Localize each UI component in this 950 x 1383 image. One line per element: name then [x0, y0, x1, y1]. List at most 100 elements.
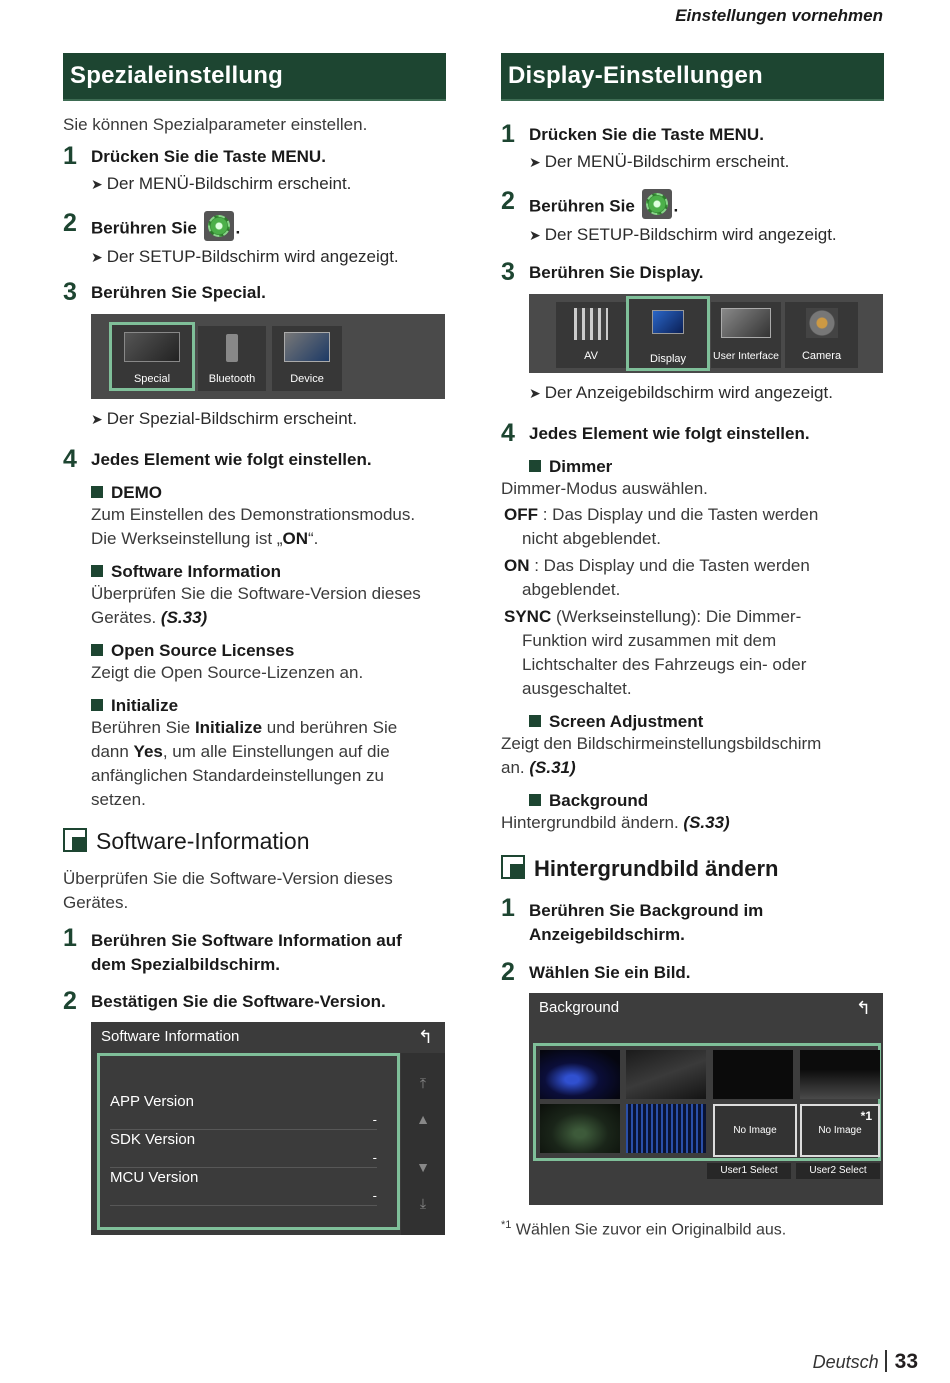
step-1: 1 Drücken Sie die Taste MENU. [63, 142, 446, 170]
special-icon [124, 332, 180, 362]
option-text: abgeblendet. [522, 580, 621, 599]
scroll-up-icon[interactable]: ▲ [416, 1111, 430, 1127]
item-open-source-licenses: Open Source Licenses [91, 641, 446, 661]
menu-key: MENU [709, 125, 760, 144]
bg-step-2: 2 Wählen Sie ein Bild. [501, 958, 884, 986]
step-number: 3 [501, 258, 515, 286]
wallpaper-thumb[interactable] [626, 1104, 706, 1153]
sw-step-1: 1 Berühren Sie Software Information auf … [63, 924, 446, 977]
page-ref[interactable]: (S.33) [683, 813, 730, 832]
step-number: 2 [501, 187, 515, 215]
step-number: 1 [63, 142, 77, 170]
bullet-square-icon [529, 715, 541, 727]
desc-text: dann [91, 742, 134, 761]
tile-label: User Interface [713, 350, 779, 362]
camera-icon [805, 308, 838, 338]
item-desc: Zeigt den Bildschirmeinstellungsbildschi… [501, 732, 884, 780]
special-key: Special [201, 283, 262, 302]
scroll-bottom-icon[interactable]: ⤓ [419, 1195, 427, 1211]
tile-display: Display [626, 296, 710, 371]
wallpaper-thumb[interactable] [626, 1050, 706, 1099]
step-4: 4 Jedes Element wie folgt einstellen. [63, 445, 446, 473]
step-3: 3 Berühren Sie Display. [501, 258, 884, 286]
item-desc: Zum Einstellen des Demonstrationsmodus. … [91, 503, 446, 551]
tile-label: Display [649, 353, 687, 365]
section-title: Software-Information [96, 828, 310, 854]
bullet-square-icon [91, 565, 103, 577]
left-column: Spezialeinstellung Sie können Spezialpar… [63, 53, 446, 1235]
user1-select-button[interactable]: User1 Select [707, 1163, 791, 1179]
setup-gear-icon [203, 211, 234, 241]
language-label: Deutsch [812, 1352, 879, 1372]
tile-label: Special [133, 373, 171, 385]
arrow-icon: ➤ [91, 176, 103, 192]
row-value: - [372, 1150, 377, 1165]
page-ref[interactable]: (S.31) [529, 758, 576, 777]
button-label: No Image [818, 1125, 862, 1136]
item-desc: Hintergrundbild ändern. (S.33) [501, 811, 884, 835]
desc-line: Überprüfen Sie die Software-Version dies… [91, 584, 421, 603]
version-list: APP Version- SDK Version- MCU Version - [97, 1053, 400, 1230]
desc-line: setzen. [91, 790, 146, 809]
result-text: Der Anzeigebildschirm wird angezeigt. [544, 383, 833, 402]
step-number: 2 [63, 987, 77, 1015]
panel-title: Software Information [101, 1028, 240, 1045]
punct: . [235, 218, 241, 238]
step-text: im [738, 901, 764, 920]
scrollbar[interactable]: ⤒ ▲ ▼ ⤓ [401, 1053, 445, 1235]
tile-bluetooth: Bluetooth [198, 326, 266, 391]
step-result: ➤Der MENÜ-Bildschirm erscheint. [91, 174, 446, 194]
wallpaper-thumb[interactable] [800, 1050, 880, 1099]
option-text: Funktion wird zusammen mit dem [522, 631, 777, 650]
back-arrow-icon[interactable]: ↰ [417, 1027, 433, 1047]
setup-menu-screenshot: Special Bluetooth Device [91, 314, 445, 399]
desc-text: Berühren Sie [91, 718, 195, 737]
arrow-icon: ➤ [529, 154, 541, 170]
back-arrow-icon[interactable]: ↰ [855, 998, 871, 1018]
user1-no-image-button[interactable]: No Image [713, 1104, 797, 1157]
dimmer-options: OFF : Das Display und die Tasten werden … [504, 503, 884, 701]
item-title: Software Information [111, 562, 282, 581]
user2-no-image-button[interactable]: No Image*1 [800, 1104, 880, 1157]
step-number: 4 [63, 445, 77, 473]
desc-line: Berühren Sie Initialize und berühren Sie [91, 716, 446, 740]
section-heading-background: Hintergrundbild ändern [501, 855, 884, 882]
tile-device: Device [272, 326, 342, 391]
page-ref[interactable]: (S.33) [160, 608, 208, 627]
scroll-down-icon[interactable]: ▼ [416, 1159, 430, 1175]
footnote-text: Wählen Sie zuvor ein Originalbild aus. [511, 1221, 787, 1239]
wallpaper-thumb[interactable] [713, 1050, 793, 1099]
step-text: Berühren Sie [529, 901, 640, 920]
yes-key: Yes [133, 742, 163, 761]
item-title: Dimmer [549, 457, 613, 476]
footnote-mark: *1 [501, 1219, 512, 1231]
initialize-key: Initialize [194, 718, 263, 737]
desc-text: Gerätes. [91, 608, 161, 627]
wallpaper-thumb[interactable] [540, 1050, 620, 1099]
version-row-app: APP Version- [110, 1093, 377, 1130]
user2-select-button[interactable]: User2 Select [796, 1163, 880, 1179]
scroll-top-icon[interactable]: ⤒ [419, 1075, 427, 1091]
settings-list: DEMO Zum Einstellen des Demonstrationsmo… [91, 483, 446, 812]
item-desc: Berühren Sie Initialize und berühren Sie… [91, 716, 446, 812]
version-row-sdk: SDK Version- [110, 1131, 377, 1168]
result-text: Der SETUP-Bildschirm wird angezeigt. [544, 225, 837, 244]
item-title: Screen Adjustment [549, 712, 704, 731]
settings-list: Dimmer Dimmer-Modus auswählen. OFF : Das… [501, 457, 884, 835]
item-screen-adjustment: Screen Adjustment [529, 712, 884, 732]
wallpaper-thumb[interactable] [540, 1104, 620, 1153]
row-label: MCU Version [110, 1169, 199, 1186]
wallpaper-grid: No Image No Image*1 [533, 1043, 881, 1161]
running-header: Einstellungen vornehmen [675, 6, 883, 25]
step-number: 1 [501, 120, 515, 148]
panel-title: Background [539, 999, 620, 1016]
arrow-icon: ➤ [91, 249, 103, 265]
background-key: Background [639, 901, 739, 920]
display-icon [652, 310, 684, 334]
desc-line: Überprüfen Sie die Software-Version dies… [63, 869, 393, 888]
step-number: 1 [63, 924, 77, 952]
phone-icon [226, 334, 238, 362]
display-key: Display [639, 263, 699, 282]
option-on: ON : Das Display und die Tasten werden [504, 554, 884, 578]
